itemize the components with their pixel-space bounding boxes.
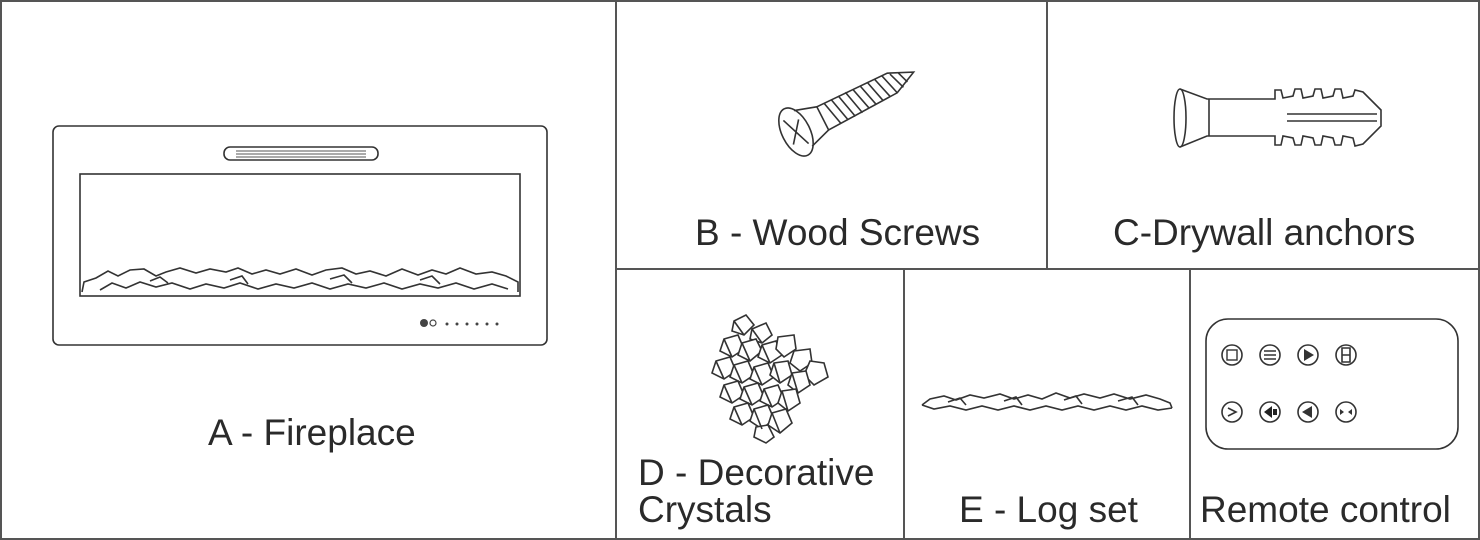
part-c-drywall-anchors: C-Drywall anchors <box>1047 0 1480 269</box>
part-e-log-set: E - Log set <box>904 269 1190 540</box>
remote-control-icon <box>1205 318 1459 450</box>
drywall-anchor-icon <box>1173 88 1382 148</box>
remote-button-row-1 <box>1221 344 1357 366</box>
crystals-icon <box>711 313 829 444</box>
part-d-label-line1: D - Decorative <box>638 452 875 493</box>
part-f-remote-control: Remote control <box>1190 269 1480 540</box>
fireplace-icon <box>52 125 548 346</box>
part-d-label-line2: Crystals <box>638 489 772 530</box>
part-c-label: C-Drywall anchors <box>1113 212 1416 253</box>
part-a-label: A - Fireplace <box>208 412 416 453</box>
part-e-label: E - Log set <box>959 489 1138 530</box>
part-d-decorative-crystals: D - Decorative Crystals <box>616 269 904 540</box>
remote-button-row-2 <box>1221 401 1357 423</box>
part-f-label: Remote control <box>1200 489 1451 530</box>
part-b-label: B - Wood Screws <box>695 212 981 253</box>
part-a-fireplace: A - Fireplace <box>0 0 616 540</box>
log-set-icon <box>921 392 1173 411</box>
screw-icon <box>778 71 916 157</box>
part-b-wood-screws: B - Wood Screws <box>616 0 1047 269</box>
